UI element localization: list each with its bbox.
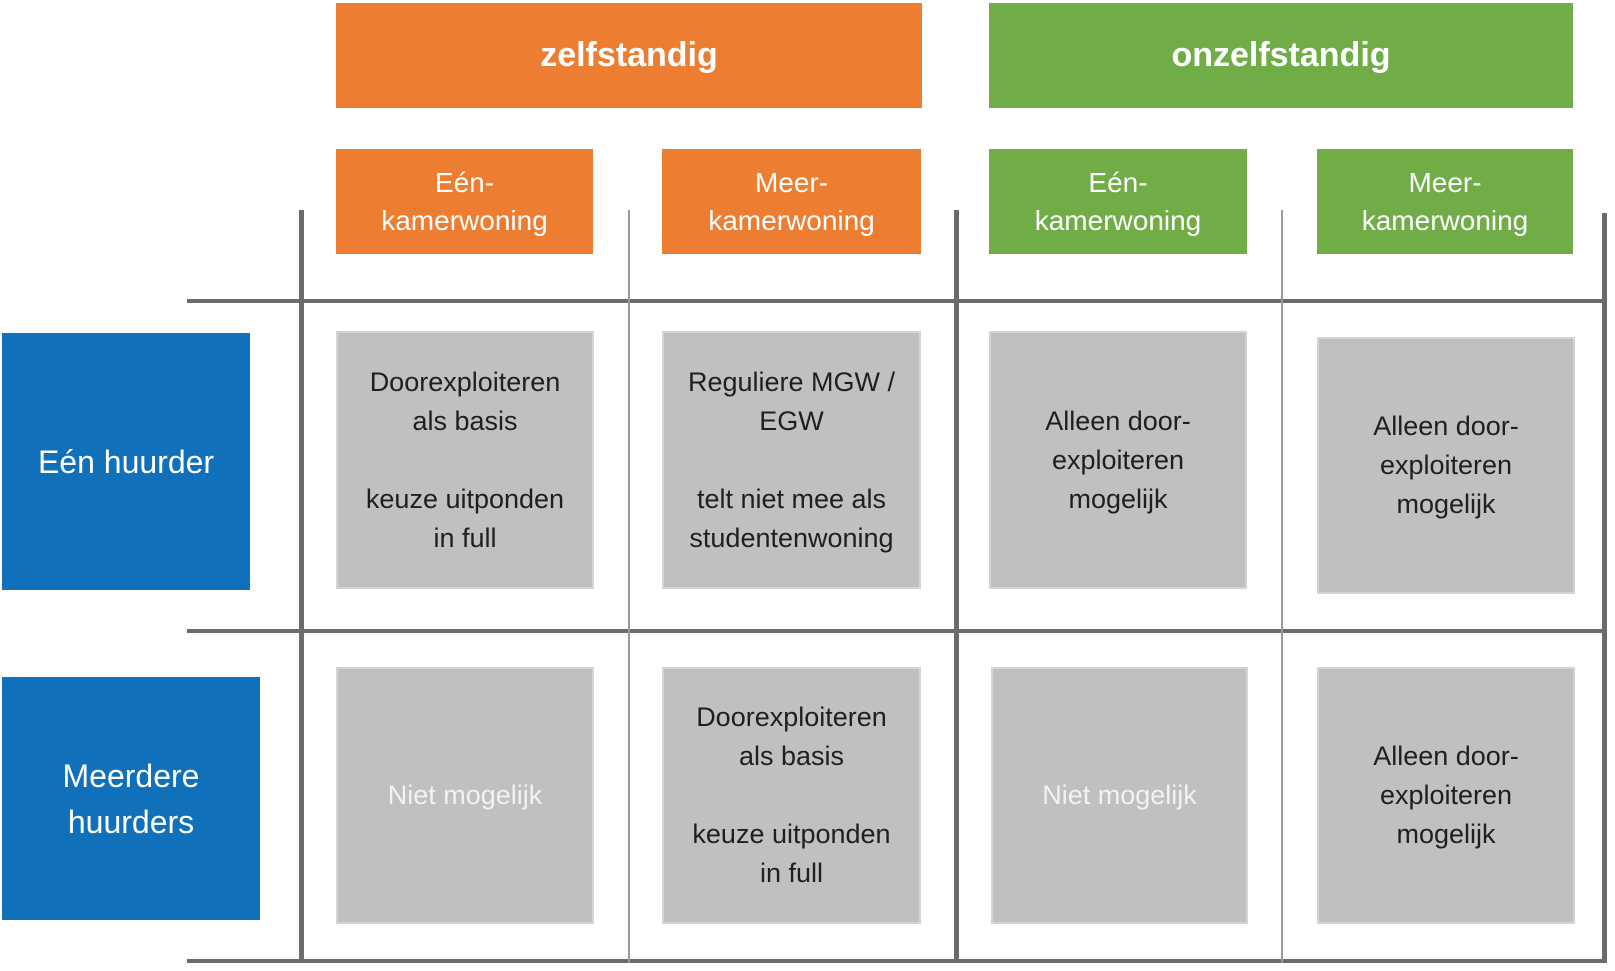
column-header-line: Eén- [434, 166, 495, 198]
cell-line: studentenwoning [689, 522, 894, 553]
column-header-line: kamerwoning [708, 204, 875, 236]
row-header-line: Meerdere [62, 757, 200, 794]
cell-line: Reguliere MGW / [687, 366, 896, 397]
cell-line: als basis [412, 405, 518, 436]
grid-line-horizontal-middle [187, 629, 1607, 633]
cell-line: Alleen door- [1373, 741, 1519, 771]
column-header-line: Meer- [1408, 166, 1482, 198]
cell-meerdere-huurders-zelfstandig-een: Niet mogelijk [336, 667, 594, 924]
group-header-onzelfstandig: onzelfstandig [989, 3, 1573, 108]
cell-line: keuze uitponden [365, 483, 565, 514]
grid-line-horizontal-top [187, 299, 1607, 303]
cell-een-huurder-zelfstandig-meer: Reguliere MGW / EGW telt niet mee als st… [662, 331, 921, 589]
row-header-line: Eén huurder [37, 443, 215, 480]
grid-line-vertical-inner-1 [628, 210, 630, 963]
cell-line: mogelijk [1396, 489, 1496, 519]
cell-line: in full [759, 858, 824, 888]
cell-line: telt niet mee als [696, 483, 887, 514]
cell-meerdere-huurders-zelfstandig-meer: Doorexploiteren als basis keuze uitponde… [662, 667, 921, 924]
cell-line: Niet mogelijk [387, 780, 543, 810]
grid-line-vertical-right [1602, 213, 1607, 963]
column-header-line: Meer- [754, 166, 829, 198]
group-header-zelfstandig: zelfstandig [336, 3, 922, 108]
column-header-zelfstandig-meer: Meer- kamerwoning [662, 149, 921, 254]
cell-line: EGW [759, 405, 824, 436]
cell-line: in full [433, 522, 497, 553]
column-header-onzelfstandig-een: Eén- kamerwoning [989, 149, 1247, 254]
grid-line-vertical-inner-2 [1281, 210, 1283, 963]
cell-een-huurder-zelfstandig-een: Doorexploiteren als basis keuze uitponde… [336, 331, 594, 589]
row-header-line: huurders [67, 803, 195, 840]
cell-een-huurder-onzelfstandig-een: Alleen door- exploiteren mogelijk [989, 331, 1247, 589]
column-header-line: kamerwoning [381, 204, 548, 236]
cell-line: mogelijk [1068, 483, 1168, 514]
row-header-een-huurder: Eén huurder [2, 333, 250, 590]
group-header-onzelfstandig-label: onzelfstandig [1171, 36, 1391, 74]
cell-line: exploiteren [1379, 780, 1513, 810]
grid-line-horizontal-bottom [187, 959, 1607, 963]
column-header-line: kamerwoning [1361, 204, 1529, 236]
cell-line: keuze uitponden [692, 819, 891, 849]
cell-line: Alleen door- [1373, 411, 1519, 441]
column-header-line: Eén- [1088, 166, 1148, 198]
cell-een-huurder-onzelfstandig-meer: Alleen door- exploiteren mogelijk [1317, 337, 1575, 594]
cell-meerdere-huurders-onzelfstandig-een: Niet mogelijk [991, 667, 1248, 924]
column-header-zelfstandig-een: Eén- kamerwoning [336, 149, 593, 254]
row-header-meerdere-huurders: Meerdere huurders [2, 677, 260, 920]
grid-line-vertical-left [299, 210, 304, 963]
cell-line: exploiteren [1051, 444, 1185, 475]
cell-line: exploiteren [1379, 450, 1513, 480]
group-header-zelfstandig-label: zelfstandig [540, 36, 718, 74]
cell-line: Niet mogelijk [1042, 780, 1197, 810]
cell-line: Doorexploiteren [696, 702, 887, 732]
cell-line: mogelijk [1396, 819, 1496, 849]
cell-meerdere-huurders-onzelfstandig-meer: Alleen door- exploiteren mogelijk [1317, 667, 1575, 924]
cell-line: als basis [738, 741, 845, 771]
cell-line: Alleen door- [1045, 405, 1191, 436]
cell-line: Doorexploiteren [369, 366, 561, 397]
column-header-onzelfstandig-meer: Meer- kamerwoning [1317, 149, 1573, 254]
column-header-line: kamerwoning [1034, 204, 1202, 236]
grid-line-vertical-center [954, 210, 959, 963]
